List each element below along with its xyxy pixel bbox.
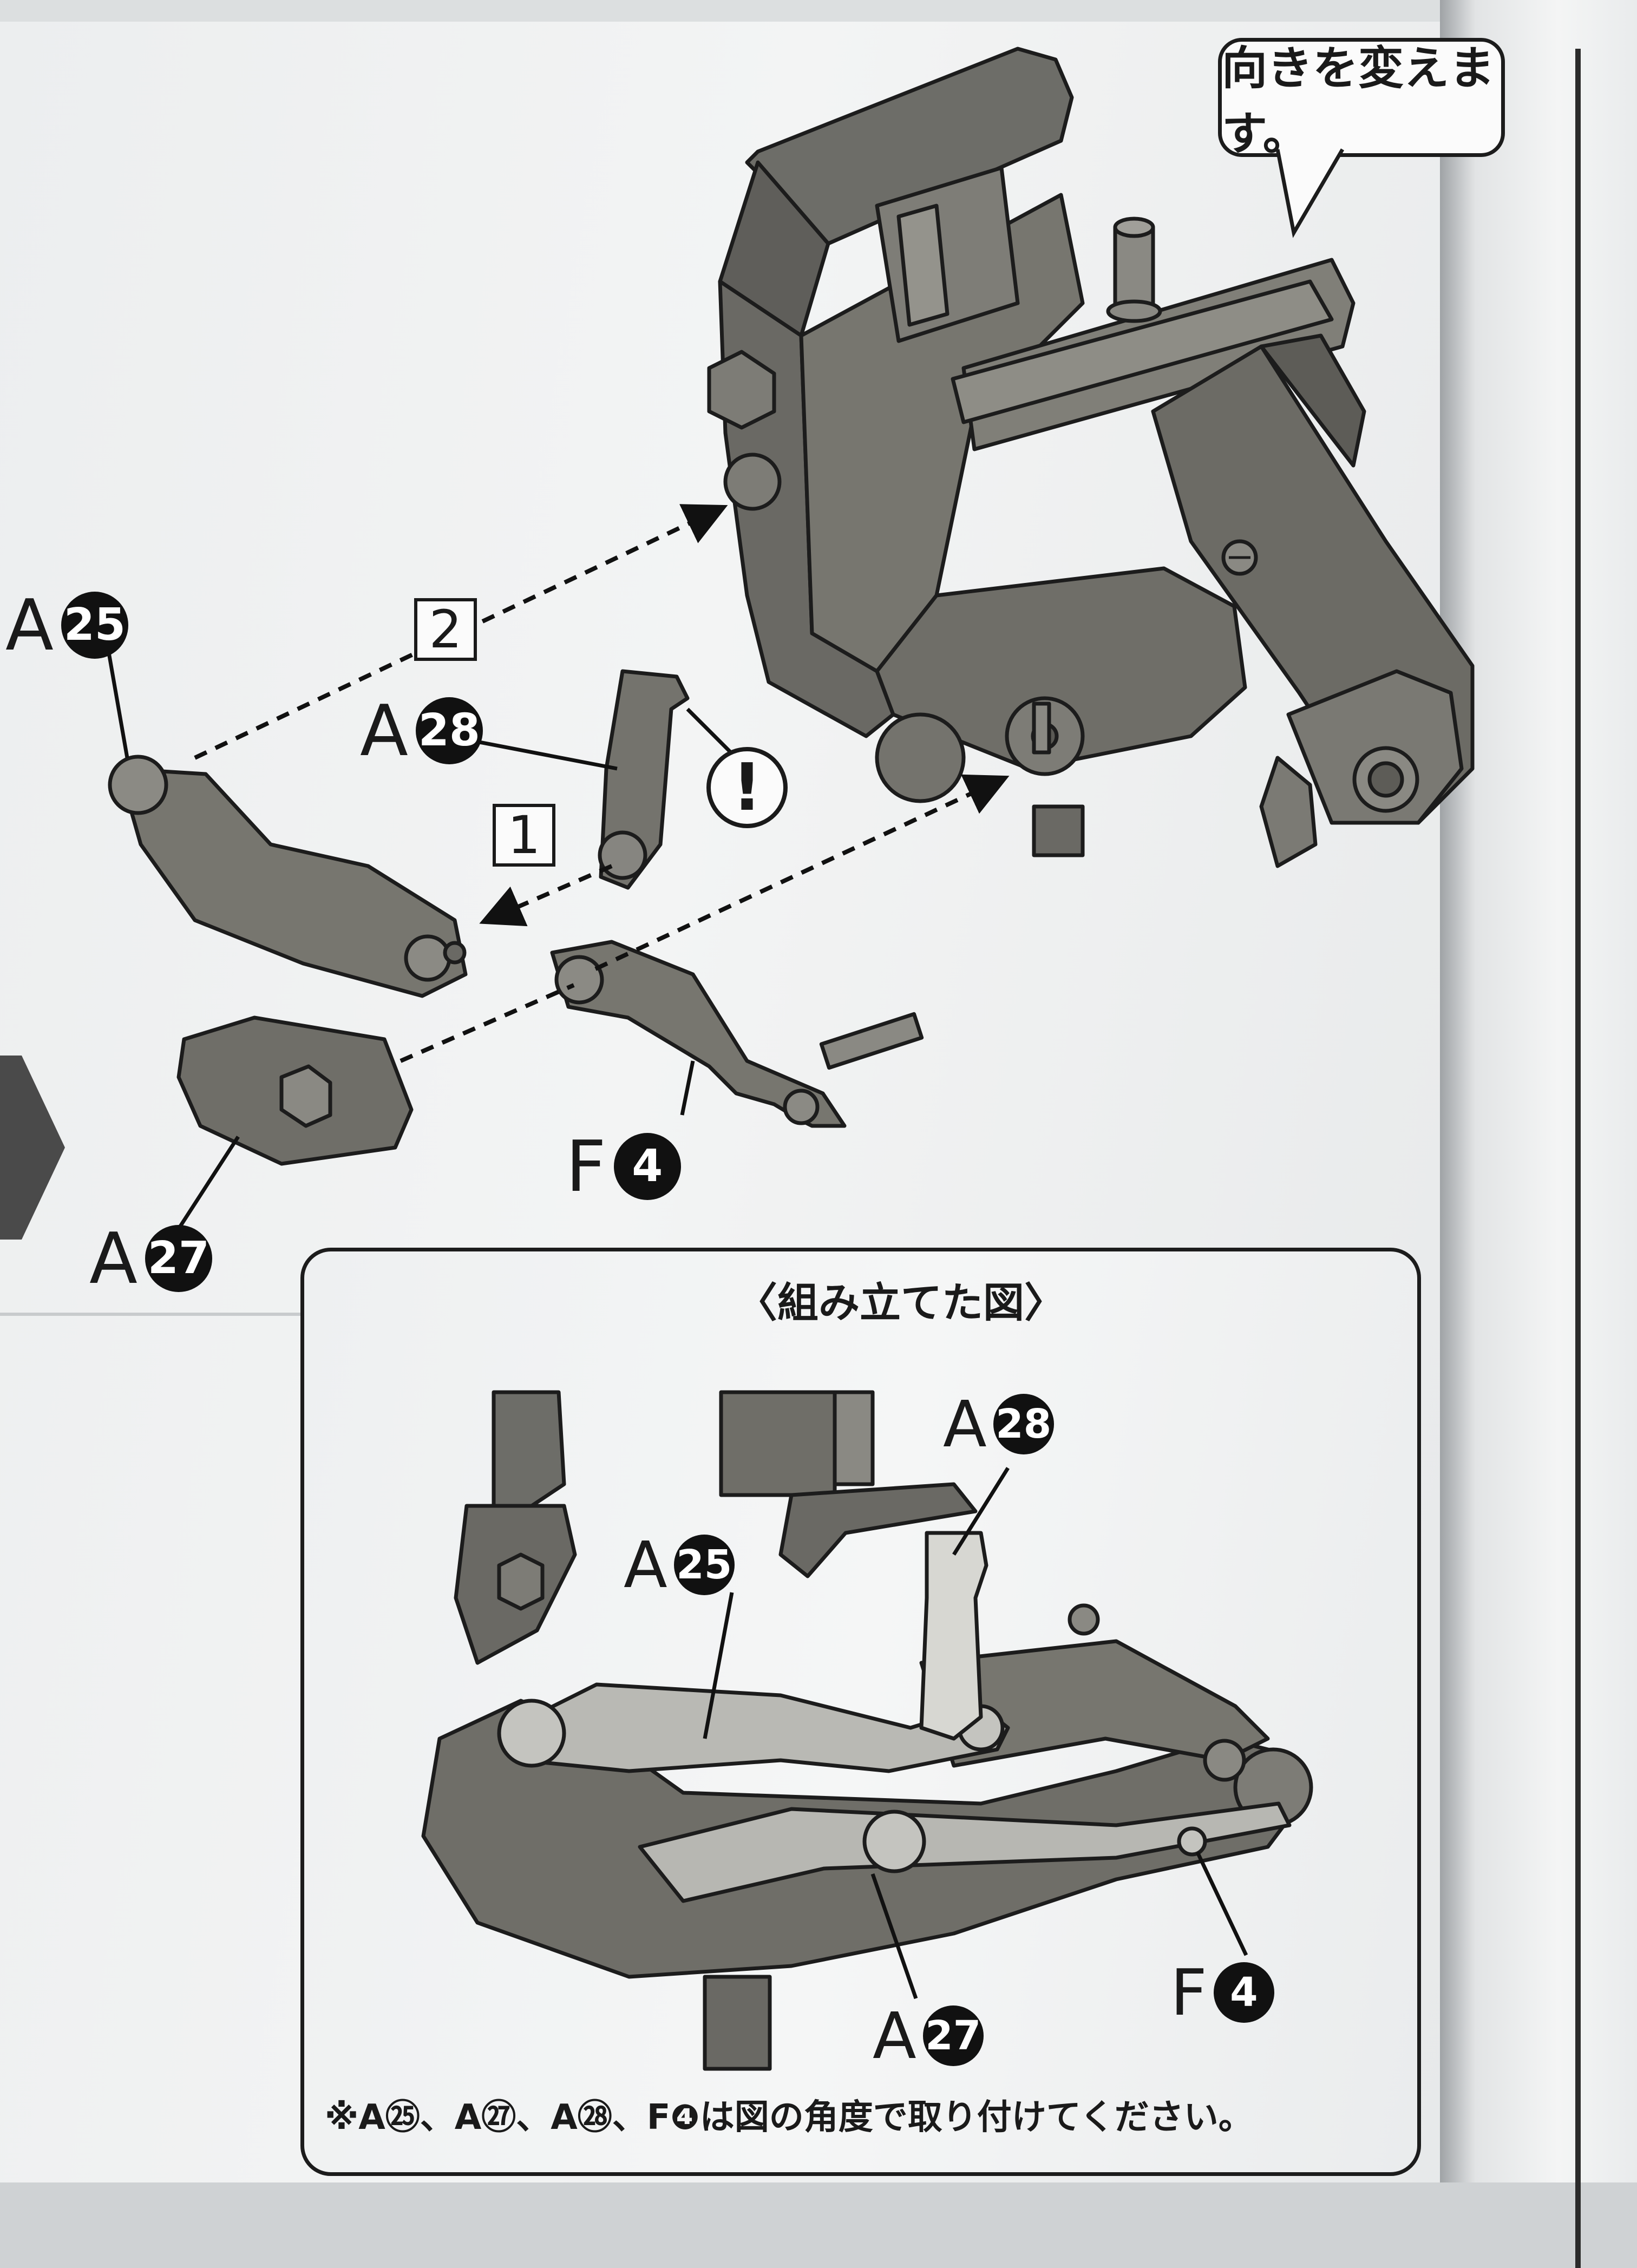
assembled-view-title: 〈組み立てた図〉 (736, 1279, 1065, 1327)
assembled-view-drawing (421, 1390, 1313, 2071)
facing-page-edge (1440, 0, 1637, 2268)
label-a28: A 28 (360, 696, 483, 766)
page-border-rule (1575, 49, 1581, 2268)
part-f4-drawing (550, 940, 924, 1128)
inset-label-a27: A 27 (873, 1998, 984, 2073)
inset-label-f4: F 4 (1170, 1955, 1274, 2030)
step-1-box: 1 (493, 804, 555, 867)
part-a27-drawing (176, 1015, 414, 1166)
label-a28-letter: A (360, 690, 408, 772)
caution-icon: ! (706, 747, 788, 828)
label-a27-letter: A (89, 1217, 137, 1300)
assembly-footnote: ※A㉕、A㉗、A㉘、F❹は図の角度で取り付けてください。 (325, 2097, 1253, 2138)
label-a25-number: 25 (61, 592, 128, 659)
label-f4: F 4 (566, 1131, 681, 1202)
speech-bubble-tail (1275, 148, 1345, 238)
assembly-guides (194, 504, 1010, 1063)
main-bracket-unit (707, 47, 1475, 868)
label-f4-number: 4 (613, 1133, 681, 1200)
label-a25: A 25 (5, 590, 128, 660)
inset-label-a28: A 28 (943, 1387, 1054, 1461)
part-a25-drawing (108, 755, 468, 998)
leader-lines (106, 649, 765, 1230)
step-2-box: 2 (414, 598, 477, 661)
label-f4-letter: F (566, 1125, 606, 1208)
section-tab-arrow (0, 1056, 65, 1240)
assembled-view-panel: A 28 A 25 F 4 A 27 (300, 1248, 1421, 2176)
speech-bubble: 向きを変えます。 (1218, 38, 1505, 160)
inset-label-a25: A 25 (624, 1528, 735, 1602)
label-a27: A 27 (89, 1223, 212, 1294)
section-divider (0, 1313, 541, 1316)
label-a25-letter: A (5, 584, 54, 666)
label-a27-number: 27 (145, 1225, 212, 1292)
top-page-strip (0, 0, 1440, 22)
part-a28-drawing (598, 669, 690, 890)
label-a28-number: 28 (415, 697, 483, 764)
assembly-diagram (0, 47, 1475, 1240)
